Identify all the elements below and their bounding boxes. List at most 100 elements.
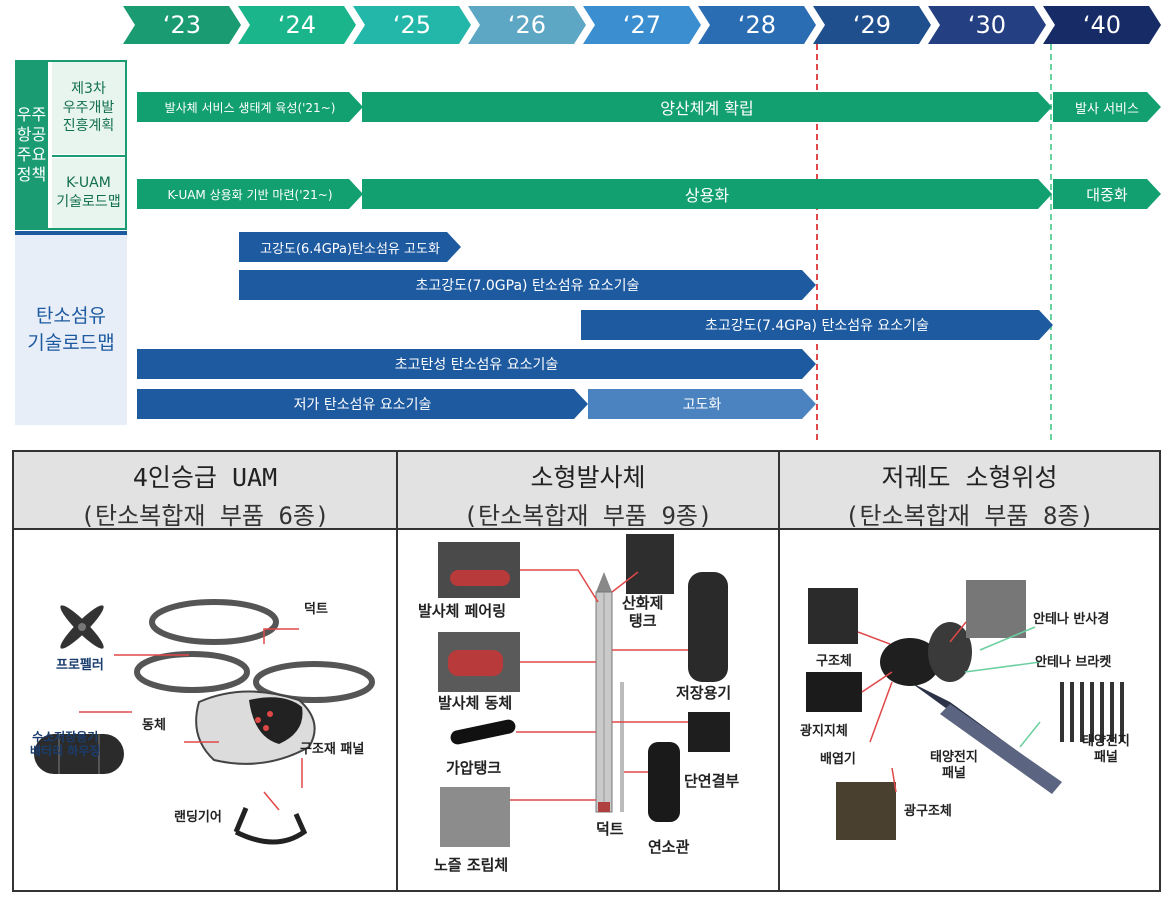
marker-line-2030 [1050, 44, 1052, 440]
panel-title: 저궤도 소형위성 [881, 463, 1058, 492]
label-fairing: 발사체 페어링 [418, 602, 507, 620]
policy-row-text: K-UAM 기술로드맵 [56, 175, 121, 210]
label-body: 발사체 동체 [438, 694, 513, 712]
year-label: ‘28 [737, 11, 777, 39]
label-fuselage: 동체 [142, 718, 166, 733]
launch-vehicle-illustration [438, 534, 730, 847]
year-2025: ‘25 [353, 6, 471, 44]
carbon-group-label: 탄소섬유 기술로드맵 [15, 231, 127, 425]
policy-group-text: 우주 항공 주요 정책 [16, 105, 47, 184]
bar-text: 상용화 [684, 186, 730, 205]
label-structural-panel: 구조재 패널 [300, 742, 365, 757]
nozzle-photo [440, 787, 510, 847]
bar-launch-ecosystem: 발사체 서비스 생태계 육성('21~) [137, 92, 363, 122]
label-duct: 덕트 [304, 602, 328, 617]
bar-text: K-UAM 상용화 기반 마련('21~) [167, 187, 333, 202]
policy-divider [52, 155, 125, 157]
year-2028: ‘28 [698, 6, 816, 44]
bar-ultra-strength-7-0: 초고강도(7.0GPa) 탄소섬유 요소기술 [239, 270, 816, 300]
bar-text: 초고탄성 탄소섬유 요소기술 [394, 357, 559, 373]
bar-uam-foundation: K-UAM 상용화 기반 마련('21~) [137, 179, 363, 209]
carbon-group-text: 탄소섬유 기술로드맵 [27, 305, 115, 354]
panel-uam: 4인승급 UAM (탄소복합재 부품 6종) [12, 450, 398, 892]
bar-commercialization: 상용화 [362, 179, 1052, 209]
year-2030: ‘30 [928, 6, 1046, 44]
combustion-tube-photo [648, 742, 680, 822]
year-2026: ‘26 [468, 6, 586, 44]
year-label: ‘24 [277, 11, 317, 39]
panel-subtitle: (탄소복합재 부품 9종) [463, 502, 713, 530]
storage-vessel-photo [688, 572, 728, 682]
year-2023: ‘23 [123, 6, 241, 44]
duct-ring-icon [149, 599, 279, 645]
bar-text: 초고강도(7.0GPa) 탄소섬유 요소기술 [415, 278, 640, 294]
stage-joint-photo [688, 712, 730, 752]
optical-structure-photo [836, 782, 896, 840]
label-structure: 구조체 [816, 654, 852, 669]
propeller-icon [60, 605, 104, 649]
pressure-tank-photo [450, 719, 516, 745]
bar-ultra-strength-7-4: 초고강도(7.4GPa) 탄소섬유 요소기술 [581, 310, 1053, 340]
year-label: ‘29 [852, 11, 892, 39]
year-label: ‘25 [392, 11, 432, 39]
structure-photo [808, 588, 858, 644]
bar-text: 발사체 서비스 생태계 육성('21~) [164, 100, 336, 115]
year-2029: ‘29 [813, 6, 931, 44]
panel-title-box: 소형발사체 (탄소복합재 부품 9종) [398, 452, 778, 530]
policy-row-label-2: K-UAM 기술로드맵 [52, 158, 125, 228]
year-label: ‘30 [967, 11, 1007, 39]
bar-text: 대중화 [1086, 185, 1128, 204]
bar-mass-production: 양산체계 확립 [362, 92, 1052, 122]
label-solar-panel-1: 태양전지 패널 [930, 750, 978, 781]
label-landing-gear: 랜딩기어 [174, 810, 222, 825]
optical-support-photo [806, 672, 862, 712]
year-2040: ‘40 [1043, 6, 1161, 44]
antenna-reflector-photo [966, 580, 1026, 638]
policy-row-text: 제3차 우주개발 진흥계획 [62, 80, 115, 135]
label-antenna-bracket: 안테나 브라켓 [1035, 655, 1112, 670]
oxidizer-tank-photo [626, 534, 674, 594]
bar-text: 양산체계 확립 [660, 99, 754, 118]
label-solar-panel-2: 태양전지 패널 [1082, 734, 1130, 765]
policy-row-label-1: 제3차 우주개발 진흥계획 [52, 62, 125, 154]
panel-launch-vehicle: 소형발사체 (탄소복합재 부품 9종) [396, 450, 780, 892]
label-bus-unit: 배엽기 [820, 752, 856, 767]
marker-line-2028 [816, 44, 818, 440]
bar-text: 고강도(6.4GPa)탄소섬유 고도화 [260, 241, 440, 257]
panel-subtitle: (탄소복합재 부품 6종) [80, 502, 330, 530]
bar-high-strength-6-4: 고강도(6.4GPa)탄소섬유 고도화 [239, 232, 461, 262]
bar-launch-service: 발사 서비스 [1053, 92, 1161, 122]
policy-group-label: 우주 항공 주요 정책 [15, 60, 48, 230]
label-optical-support: 광지지체 [800, 724, 848, 739]
bar-text: 저가 탄소섬유 요소기술 [293, 397, 432, 413]
uam-illustration [34, 599, 375, 845]
satellite-icon [880, 622, 1062, 794]
bar-advancement: 고도화 [588, 389, 816, 419]
bar-text: 고도화 [682, 397, 722, 413]
year-label: ‘23 [162, 11, 202, 39]
landing-gear-icon [234, 812, 308, 845]
panel-title-box: 4인승급 UAM (탄소복합재 부품 6종) [14, 452, 396, 530]
solar-panel-photo [1060, 682, 1124, 742]
panel-title: 4인승급 UAM [132, 463, 278, 492]
year-label: ‘40 [1082, 11, 1122, 39]
year-label: ‘26 [507, 11, 547, 39]
bar-text: 발사 서비스 [1075, 101, 1139, 117]
panel-title: 소형발사체 [530, 463, 646, 492]
year-2024: ‘24 [238, 6, 356, 44]
year-2027: ‘27 [583, 6, 701, 44]
label-pressure-tank: 가압탱크 [446, 759, 502, 777]
label-oxidizer-tank: 산화제 탱크 [622, 594, 664, 630]
label-duct: 덕트 [596, 820, 624, 838]
rocket-icon [595, 572, 624, 813]
bar-popularization: 대중화 [1053, 179, 1161, 209]
bar-text: 초고강도(7.4GPa) 탄소섬유 요소기술 [705, 318, 929, 334]
panel-small-satellite: 저궤도 소형위성 (탄소복합재 부품 8종) [778, 450, 1161, 892]
label-nozzle: 노즐 조립체 [434, 856, 509, 874]
label-stage-joint: 단연결부 [684, 772, 740, 790]
panel-subtitle: (탄소복합재 부품 8종) [845, 502, 1094, 530]
label-antenna-reflector: 안테나 반사경 [1033, 612, 1110, 627]
hydrogen-tank-icon [34, 734, 124, 774]
label-propeller: 프로펠러 [56, 658, 104, 673]
label-storage-vessel: 저장용기 [676, 684, 732, 702]
